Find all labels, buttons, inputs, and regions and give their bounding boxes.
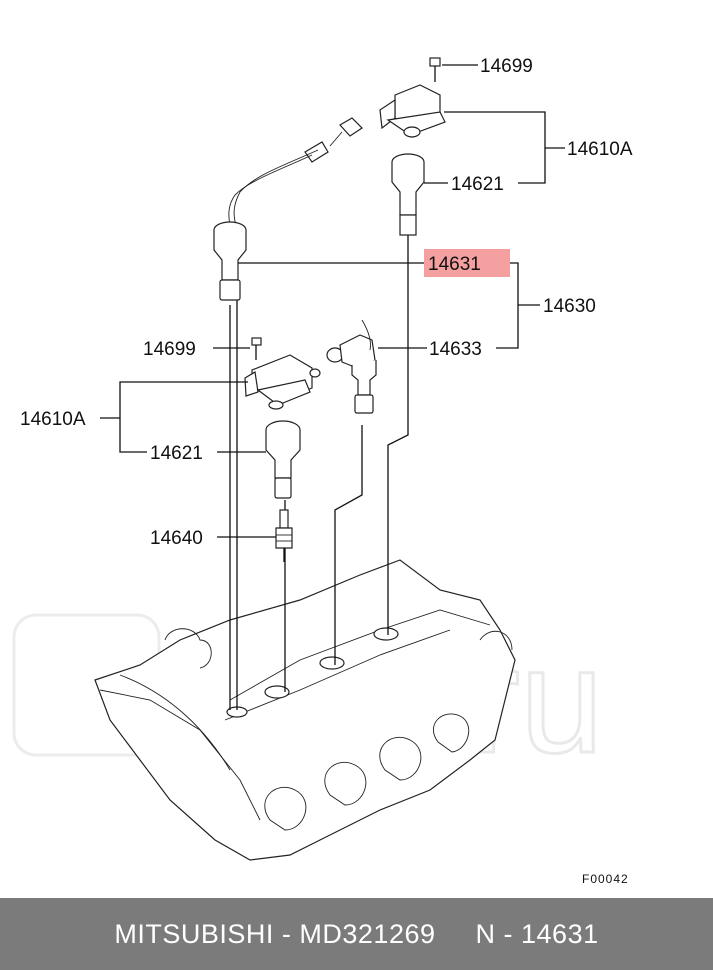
footer-part-number: MD321269 (299, 918, 436, 949)
cable-end (326, 319, 377, 414)
label-bolt-top: 14699 (480, 56, 533, 77)
cylinder-head (94, 559, 516, 861)
parts-diagram: Ruli.ru (12, 56, 633, 886)
spark-plug (275, 509, 293, 562)
footer-bar: MITSUBISHI - MD321269 N - 14631 (0, 898, 713, 970)
label-boot-top: 14621 (451, 174, 504, 195)
label-coil-left: 14610A (20, 409, 86, 430)
label-cable: 14631 (428, 254, 481, 275)
figure-code: F00042 (582, 872, 629, 886)
label-cable-assy: 14630 (543, 296, 596, 317)
ignition-coil-top (379, 84, 446, 138)
label-spark-plug: 14640 (150, 528, 203, 549)
bolt-top (429, 57, 478, 82)
highlight-box (424, 249, 510, 277)
footer-ref-prefix: N - (475, 918, 522, 949)
coil-boot-left (265, 420, 301, 499)
bolt-left (251, 337, 262, 360)
label-bolt-left: 14699 (143, 339, 196, 360)
footer-separator: - (273, 918, 300, 949)
label-boot-left: 14621 (150, 443, 203, 464)
coil-boot-top (391, 153, 425, 236)
footer-gap (436, 919, 476, 950)
ignition-cable (213, 117, 363, 301)
label-cable-end: 14633 (429, 339, 482, 360)
footer-brand: MITSUBISHI (114, 918, 274, 949)
callout-labels: 14699 14610A 14621 14631 14630 14633 146… (20, 56, 633, 886)
footer-ref-number: 14631 (521, 918, 599, 949)
ignition-coil-left (244, 354, 321, 410)
label-coil-top: 14610A (567, 139, 633, 160)
callout-lines (100, 111, 565, 538)
